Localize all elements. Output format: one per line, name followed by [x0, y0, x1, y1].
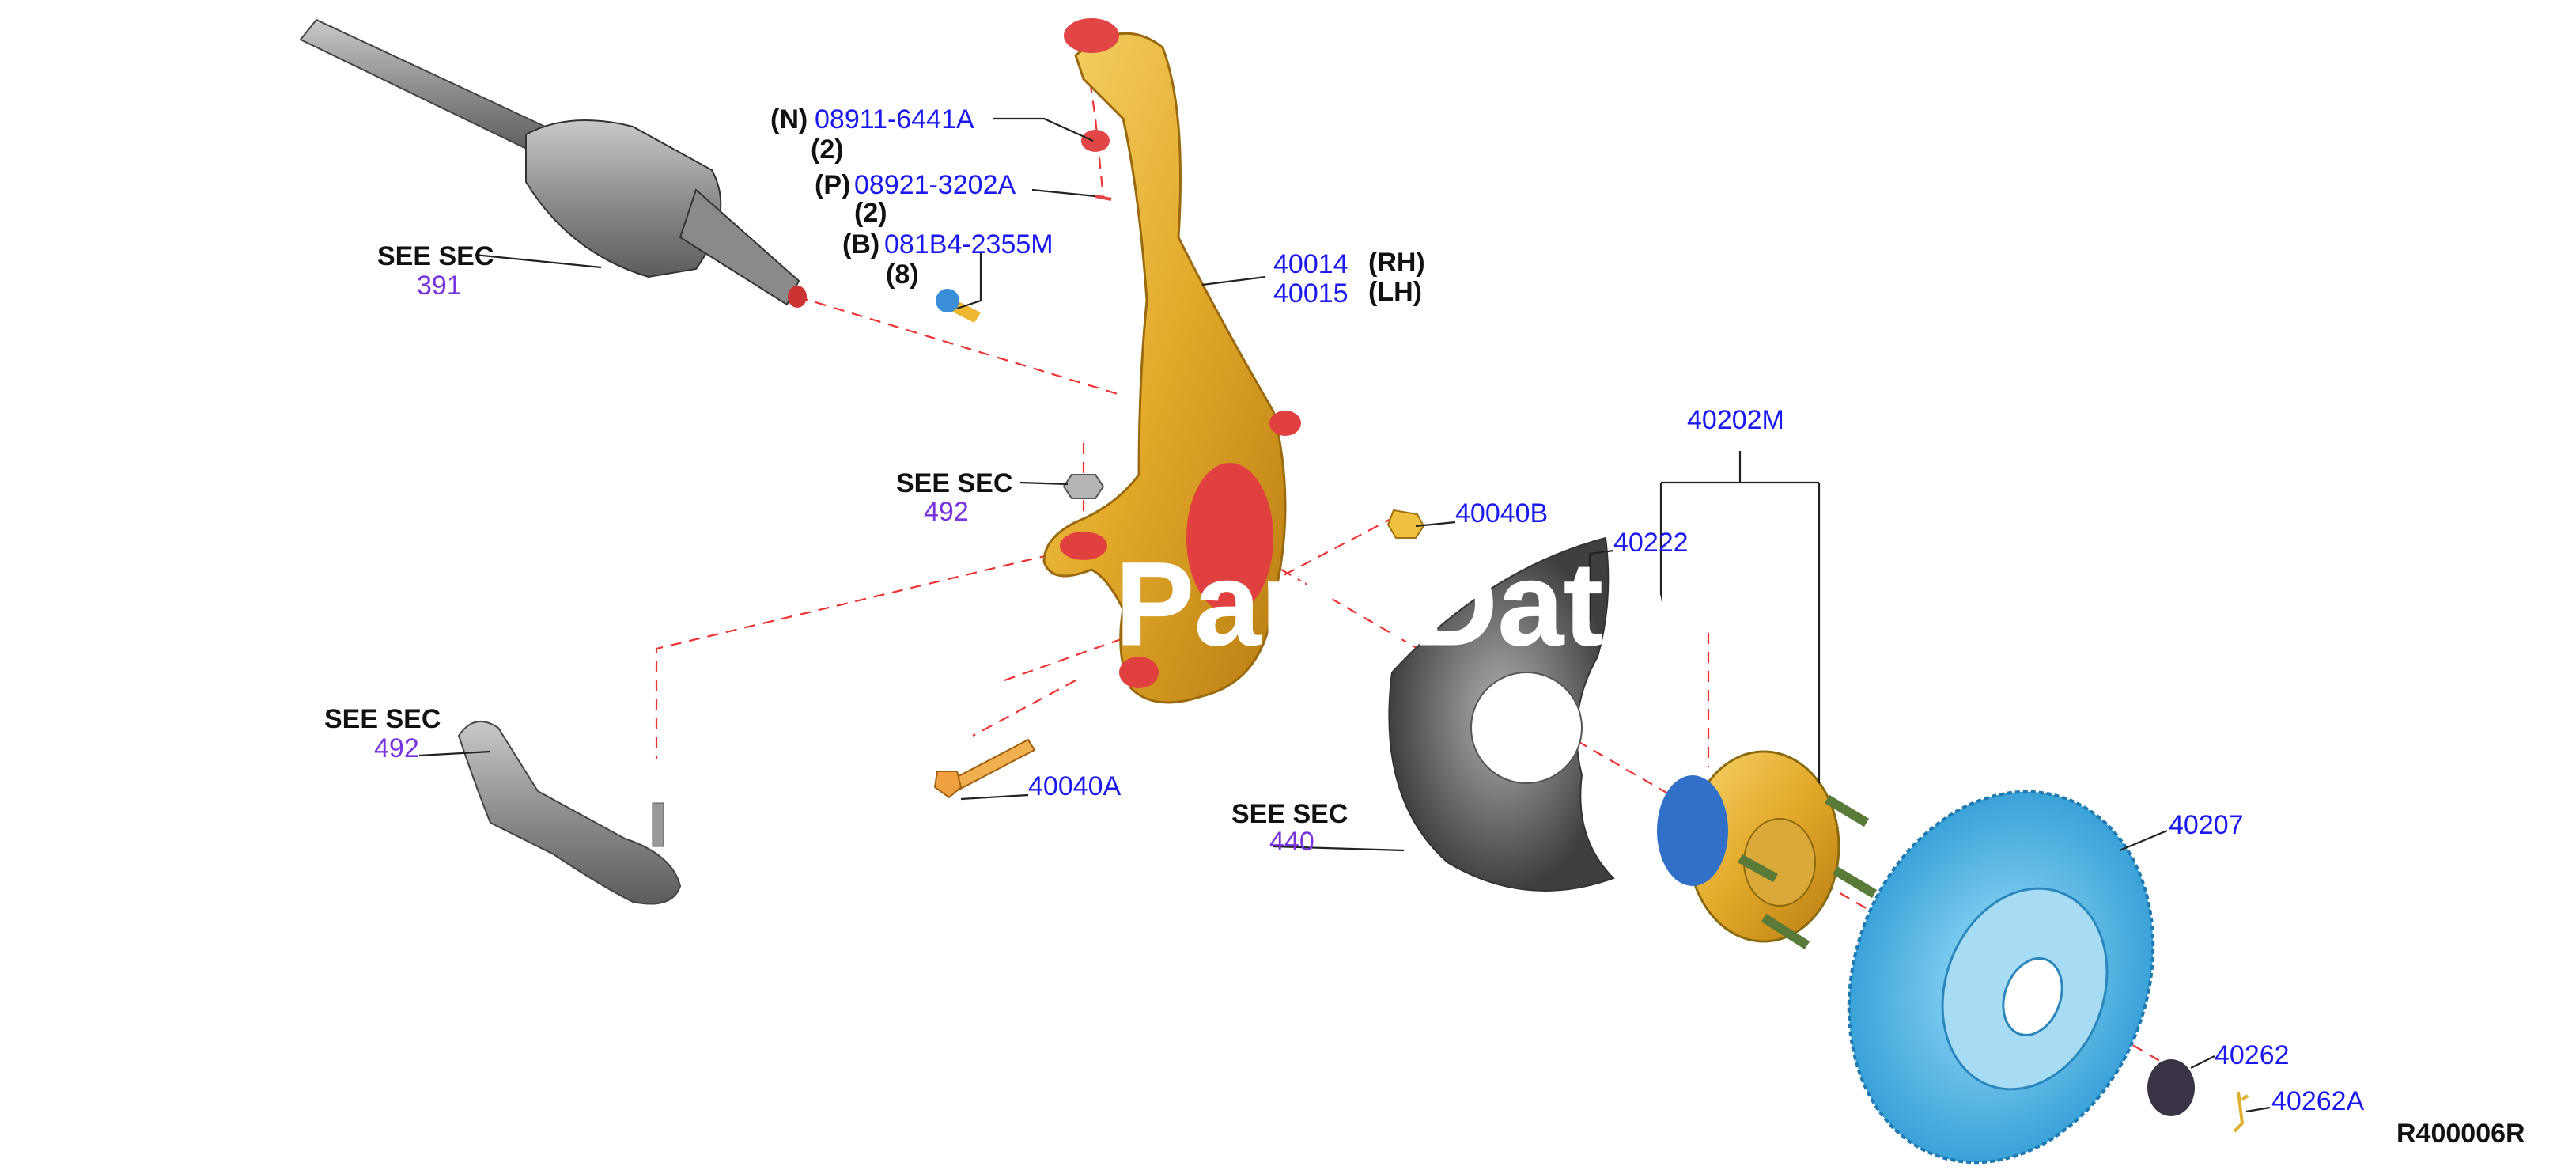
leader-lines: [418, 117, 2271, 1113]
dust-shield-illustration: [1388, 536, 1615, 892]
bolt-prefix-label: (B): [842, 229, 879, 259]
part-link-081b4-2355m[interactable]: 081B4-2355M: [884, 229, 1053, 259]
drive-shaft-illustration: [299, 18, 807, 308]
watermark-text: PartsData: [1115, 537, 1670, 670]
tierod-see-sec-label: SEE SEC: [324, 704, 441, 734]
brake-rotor-illustration: [1847, 790, 2155, 1165]
balljoint-see-sec-label: SEE SEC: [896, 468, 1012, 498]
nut-prefix-label: (N): [770, 104, 808, 134]
hub-assembly-illustration: [1657, 750, 1878, 950]
part-link-08921-3202a[interactable]: 08921-3202A: [854, 170, 1016, 200]
part-link-40202m[interactable]: 40202M: [1687, 405, 1784, 435]
cap-and-cotter-illustration: [2147, 1059, 2249, 1133]
shaft-see-sec-label: SEE SEC: [377, 241, 494, 271]
part-link-40222[interactable]: 40222: [1613, 528, 1689, 558]
part-link-08911-6441a[interactable]: 08911-6441A: [815, 104, 974, 134]
brake-see-sec-label: SEE SEC: [1231, 799, 1348, 829]
hardware-illustrations: [933, 130, 1425, 799]
part-link-40262a[interactable]: 40262A: [2271, 1086, 2365, 1116]
pin-qty-label: (2): [854, 198, 887, 228]
part-link-40040a[interactable]: 40040A: [1028, 771, 1122, 801]
balljoint-section-link[interactable]: 492: [924, 497, 969, 527]
tie-rod-end-illustration: [457, 721, 682, 905]
part-link-40262[interactable]: 40262: [2215, 1040, 2290, 1070]
knuckle-rh-label: (RH): [1368, 248, 1425, 278]
part-link-40014[interactable]: 40014: [1273, 249, 1349, 279]
part-link-40015[interactable]: 40015: [1273, 278, 1349, 309]
nut-qty-label: (2): [811, 134, 844, 165]
shaft-section-link[interactable]: 391: [417, 271, 462, 301]
callout-labels: SEE SEC 391 (N) 08911-6441A (2) (P) 0892…: [324, 104, 2525, 1149]
brake-section-link[interactable]: 440: [1269, 827, 1314, 857]
tierod-section-link[interactable]: 492: [374, 733, 419, 763]
part-link-40207[interactable]: 40207: [2169, 810, 2244, 840]
part-link-40040b[interactable]: 40040B: [1455, 498, 1548, 528]
pin-prefix-label: (P): [815, 170, 850, 200]
steering-knuckle-illustration: [1042, 18, 1301, 704]
bolt-qty-label: (8): [886, 259, 919, 290]
diagram-code-label: R400006R: [2396, 1119, 2525, 1149]
knuckle-lh-label: (LH): [1368, 277, 1422, 307]
